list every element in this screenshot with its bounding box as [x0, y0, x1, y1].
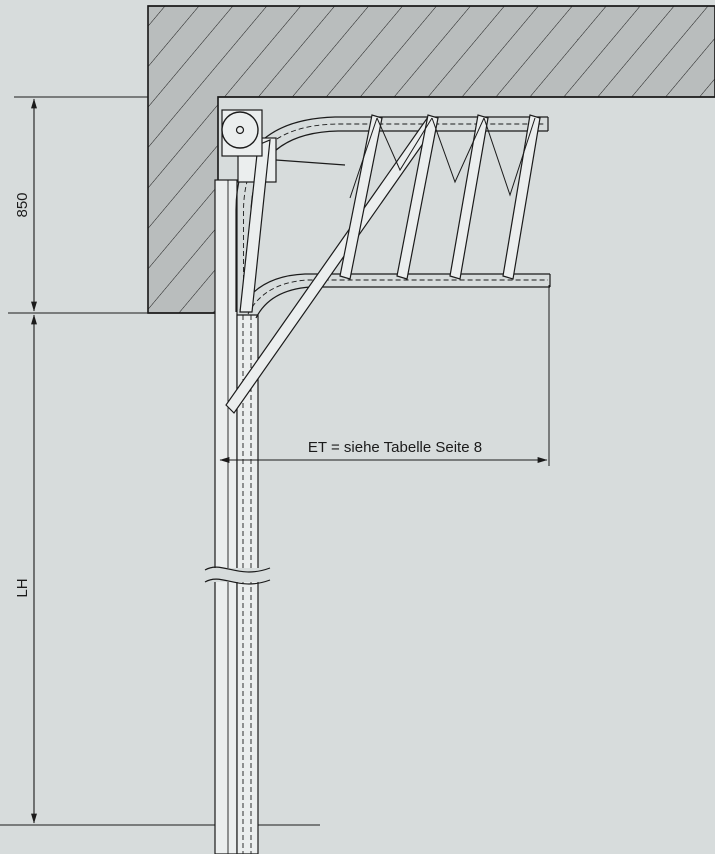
- height-label: LH: [14, 578, 31, 597]
- break-marks: [204, 566, 273, 585]
- dimension-et: ET = siehe Tabelle Seite 8: [219, 439, 548, 463]
- cross-wires: [349, 117, 536, 199]
- hanger-braces: [339, 114, 541, 280]
- lower-track: [239, 273, 551, 319]
- vertical-frame: [214, 179, 259, 854]
- bracket: [237, 137, 346, 313]
- pulley-icon: [221, 109, 263, 157]
- upper-track: [235, 116, 549, 312]
- dimension-headroom: 850: [14, 98, 37, 312]
- reference-lines: [0, 96, 550, 826]
- headroom-label: 850: [14, 192, 31, 217]
- dimension-height: LH: [14, 314, 37, 824]
- et-label: ET = siehe Tabelle Seite 8: [308, 439, 482, 456]
